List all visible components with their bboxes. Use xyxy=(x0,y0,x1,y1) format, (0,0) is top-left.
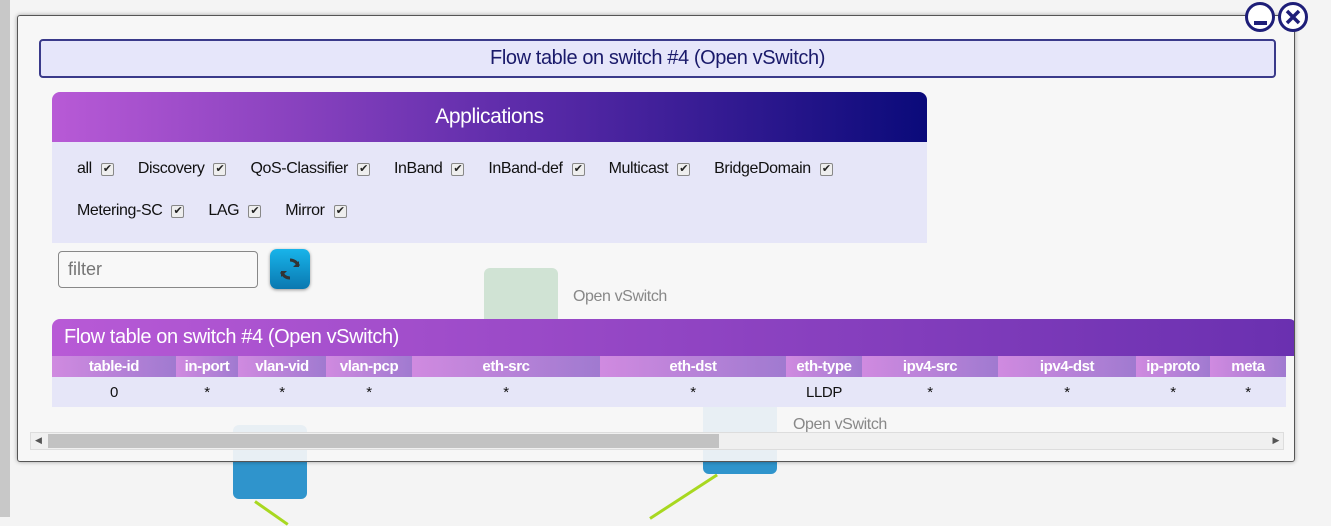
app-filter-metering-sc[interactable]: Metering-SC ✔ xyxy=(77,202,185,220)
table-cell: * xyxy=(412,377,600,407)
table-cell: * xyxy=(1210,377,1286,407)
switch-node-label: Open vSwitch xyxy=(793,416,887,433)
app-filter-all[interactable]: all ✔ xyxy=(77,160,114,178)
flow-table-dialog: Open vSwitch Open vSwitch Flow table on … xyxy=(17,15,1295,462)
app-checkbox[interactable]: ✔ xyxy=(451,162,465,176)
column-header-ip-proto[interactable]: ip-proto xyxy=(1136,356,1210,377)
filter-input[interactable] xyxy=(58,251,258,288)
table-cell: * xyxy=(862,377,998,407)
app-checkbox[interactable]: ✔ xyxy=(333,204,347,218)
app-checkbox[interactable]: ✔ xyxy=(213,162,227,176)
scrollbar-thumb[interactable] xyxy=(48,434,719,448)
scroll-right-icon[interactable]: ▶ xyxy=(1272,435,1279,445)
app-label: BridgeDomain xyxy=(714,160,811,177)
app-filter-inband[interactable]: InBand ✔ xyxy=(394,160,465,178)
app-filter-lag[interactable]: LAG ✔ xyxy=(208,202,262,220)
column-header-eth-type[interactable]: eth-type xyxy=(786,356,862,377)
table-cell: * xyxy=(176,377,238,407)
column-header-vlan-vid[interactable]: vlan-vid xyxy=(238,356,326,377)
table-cell: * xyxy=(600,377,786,407)
applications-panel: Applications all✔Discovery✔QoS-Classifie… xyxy=(52,92,927,243)
app-checkbox[interactable]: ✔ xyxy=(819,162,833,176)
app-filter-qos-classifier[interactable]: QoS-Classifier ✔ xyxy=(250,160,370,178)
app-checkbox[interactable]: ✔ xyxy=(100,162,114,176)
left-edge xyxy=(0,0,10,517)
column-header-vlan-pcp[interactable]: vlan-pcp xyxy=(326,356,412,377)
app-label: all xyxy=(77,160,92,177)
column-header-eth-src[interactable]: eth-src xyxy=(412,356,600,377)
app-label: QoS-Classifier xyxy=(250,160,348,177)
app-checkbox[interactable]: ✔ xyxy=(677,162,691,176)
minimize-icon xyxy=(1254,21,1267,25)
app-filter-inband-def[interactable]: InBand-def ✔ xyxy=(488,160,585,178)
table-cell: LLDP xyxy=(786,377,862,407)
dialog-title: Flow table on switch #4 (Open vSwitch) xyxy=(39,39,1276,78)
app-checkbox[interactable]: ✔ xyxy=(357,162,370,176)
app-filter-mirror[interactable]: Mirror ✔ xyxy=(285,202,347,220)
topology-link xyxy=(649,473,718,520)
column-header-eth-dst[interactable]: eth-dst xyxy=(600,356,786,377)
table-row[interactable]: 0*****LLDP**** xyxy=(52,377,1286,407)
close-icon xyxy=(1285,9,1301,25)
applications-list: all✔Discovery✔QoS-Classifier✔InBand✔InBa… xyxy=(52,142,927,220)
column-header-ipv4-dst[interactable]: ipv4-dst xyxy=(998,356,1136,377)
column-header-table-id[interactable]: table-id xyxy=(52,356,176,377)
app-filter-bridgedomain[interactable]: BridgeDomain ✔ xyxy=(714,160,833,178)
column-header-meta[interactable]: meta xyxy=(1210,356,1286,377)
flow-table-title: Flow table on switch #4 (Open vSwitch) xyxy=(52,319,1294,356)
table-cell: 0 xyxy=(52,377,176,407)
app-label: Metering-SC xyxy=(77,202,163,219)
refresh-button[interactable] xyxy=(270,249,310,289)
scroll-left-icon[interactable]: ◀ xyxy=(35,435,42,445)
table-cell: * xyxy=(238,377,326,407)
applications-header: Applications xyxy=(52,92,927,142)
app-checkbox[interactable]: ✔ xyxy=(171,204,185,218)
table-cell: * xyxy=(1136,377,1210,407)
minimize-button[interactable] xyxy=(1245,2,1275,32)
horizontal-scrollbar[interactable]: ◀ ▶ xyxy=(30,432,1284,450)
app-filter-discovery[interactable]: Discovery ✔ xyxy=(138,160,227,178)
app-label: LAG xyxy=(208,202,240,219)
app-label: Multicast xyxy=(608,160,669,177)
table-cell: * xyxy=(326,377,412,407)
app-label: Mirror xyxy=(285,202,325,219)
topology-link xyxy=(254,500,289,526)
app-checkbox[interactable]: ✔ xyxy=(571,162,585,176)
app-checkbox[interactable]: ✔ xyxy=(248,204,262,218)
switch-node-label: Open vSwitch xyxy=(573,288,667,305)
column-header-in-port[interactable]: in-port xyxy=(176,356,238,377)
close-button[interactable] xyxy=(1278,2,1308,32)
column-header-ipv4-src[interactable]: ipv4-src xyxy=(862,356,998,377)
table-cell: * xyxy=(998,377,1136,407)
app-filter-multicast[interactable]: Multicast ✔ xyxy=(609,160,691,178)
app-label: InBand-def xyxy=(488,160,563,177)
app-label: Discovery xyxy=(137,160,205,177)
app-label: InBand xyxy=(394,160,443,177)
refresh-icon xyxy=(280,258,300,280)
flow-table-panel: Flow table on switch #4 (Open vSwitch) t… xyxy=(52,319,1294,407)
